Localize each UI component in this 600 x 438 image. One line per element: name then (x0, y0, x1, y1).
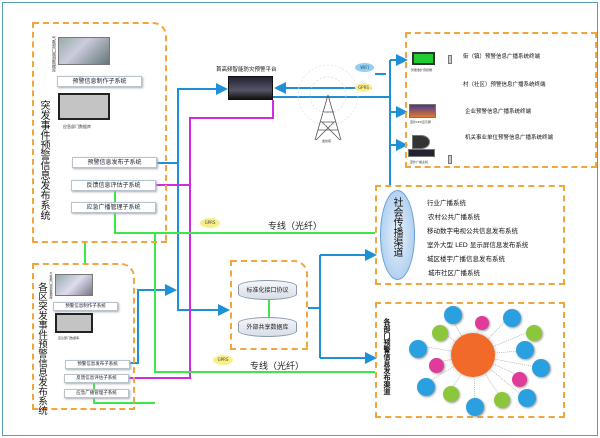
box1-subsystem-feedback[interactable]: 反馈信息评估子系统 (71, 180, 156, 191)
social-item: 行业广播系统 (427, 199, 466, 207)
gprs-cloud: GPRS (200, 218, 220, 228)
box1-subsystem-publish[interactable]: 预警信息发布子系统 (72, 157, 157, 168)
social-item: 农村公共广播系统 (428, 213, 480, 221)
emergency-warning-system-box (32, 22, 167, 243)
standard-interface-protocol: 标准化接口协议 (238, 280, 297, 300)
channel-icon (503, 309, 521, 327)
blue-line-box2-up (130, 284, 177, 364)
social-title: 社会传播渠道 (391, 197, 402, 257)
channel-icon (512, 372, 527, 387)
channel-icon (444, 306, 462, 324)
platform-server-image (228, 76, 273, 100)
box2-image1-caption: 气象部门观测数据库 (49, 272, 53, 299)
box2-subsystem-publish[interactable]: 预警信息发布子系统 (65, 360, 130, 369)
box1-title: 突发事件预警信息发布系统 (38, 100, 49, 220)
channel-icon (518, 389, 536, 407)
box2-subsystem-production[interactable]: 预警信息制作子系统 (53, 302, 118, 311)
wifi-cloud: WIFI (355, 63, 374, 72)
tower-icon (297, 64, 359, 141)
weather-database-image (55, 274, 93, 296)
blue-line-spine-middle (177, 163, 230, 316)
box1-image2-caption: 应急部门数据库 (63, 124, 91, 129)
terminals-box (405, 32, 597, 168)
phone-image (448, 55, 452, 64)
terminal-caption-3: 室外广播主机 (410, 160, 429, 164)
blue-line-middle-out (308, 255, 321, 358)
dedicated-line-label: 专线（光纤） (268, 222, 323, 232)
social-item: 城市社区广播系统 (428, 269, 480, 277)
terminal-caption-2: 室外LED显示屏 (410, 120, 431, 124)
broadcast-host-image (408, 149, 435, 157)
channel-icon (475, 316, 489, 330)
channel-icon (443, 386, 459, 402)
box2-title: 各区突发事件预警信息发布系统 (36, 282, 47, 415)
terminal-caption-1: 智能收扩音终端 (411, 68, 433, 72)
led-screen-image (409, 104, 436, 118)
terminal-item-street: 街（镇）预警信息广播系统终端 (463, 54, 541, 60)
green-line-2 (154, 233, 375, 373)
blue-line-box1-platform (157, 83, 228, 164)
emergency-database-image (58, 93, 110, 120)
social-item: 室外大型 LED 显示屏信息发布系统 (427, 241, 529, 249)
social-channels-box (375, 185, 565, 285)
terminal-item-village: 村（社区）预警信息广播系统终端 (463, 82, 546, 88)
radio-terminal-image (412, 52, 435, 65)
channel-icon (429, 358, 444, 373)
channel-icon (409, 340, 427, 358)
box1-subsystem-broadcast[interactable]: 应急广播管理子系统 (71, 202, 156, 213)
dedicated-line-label: 专线（光纤） (250, 362, 305, 372)
emergency-database-image (55, 313, 93, 333)
hub-circle (451, 333, 495, 377)
horn-speaker-image (412, 135, 430, 149)
box1-subsystem-production[interactable]: 预警信息制作子系统 (57, 76, 142, 87)
box2-image2-caption: 应急部门数据库 (58, 336, 80, 340)
channel-icon (417, 378, 435, 396)
departments-box (375, 302, 565, 418)
phone-image (448, 155, 452, 164)
tower-caption: 发射塔 (322, 139, 332, 143)
departments-title: 各部门预警信息发布渠道 (383, 318, 391, 395)
interface-box (230, 260, 308, 350)
terminal-item-enterprise: 企业预警信息广播系统终端 (465, 109, 532, 115)
platform-label: 首高频智能防灾预警平台 (216, 67, 277, 73)
channel-icon (532, 359, 550, 377)
channel-icon (526, 325, 542, 341)
district-warning-system-box (32, 263, 135, 410)
channel-icon (494, 392, 510, 408)
gprs-cloud: GPRS (355, 83, 372, 92)
channel-icon (466, 398, 484, 416)
box2-subsystem-feedback[interactable]: 反馈信息评估子系统 (64, 374, 129, 383)
social-item: 城区楼宇广播信息发布系统 (427, 255, 505, 263)
magenta-line (156, 100, 274, 186)
box2-subsystem-broadcast[interactable]: 应急广播管理子系统 (64, 389, 129, 398)
terminal-item-institution: 机关事业单位预警信息广播系统终端 (465, 135, 554, 141)
social-item: 移动数字电视公共信息发布系统 (427, 227, 518, 235)
channel-icon (516, 341, 534, 359)
channel-icon (432, 325, 448, 341)
gprs-cloud: GPRS (213, 355, 233, 365)
weather-database-image (58, 37, 110, 65)
box1-image1-caption: 气象部门观测数据库 (52, 36, 57, 72)
external-shared-database: 外部共享数据库 (238, 317, 297, 337)
social-channel-ellipse (380, 190, 415, 280)
